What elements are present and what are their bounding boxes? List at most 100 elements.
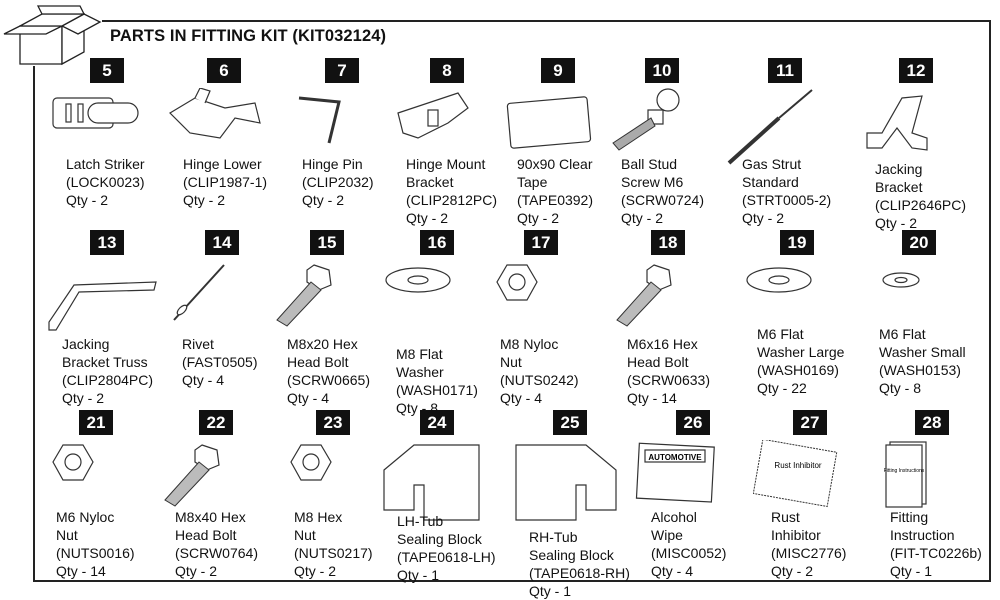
part-qty: Qty - 1 <box>529 583 572 599</box>
part-qty: Qty - 8 <box>879 380 922 396</box>
part-name: Head Bolt <box>627 354 689 370</box>
item-number-badge: 20 <box>902 230 936 255</box>
part-name: Jacking <box>875 161 923 177</box>
part-name: Nut <box>56 527 78 543</box>
part-name: Alcohol <box>651 509 697 525</box>
part-code: (FIT-TC0226b) <box>890 545 982 561</box>
part-name: M8x40 Hex <box>175 509 246 525</box>
item-number-badge: 18 <box>651 230 685 255</box>
part-qty: Qty - 4 <box>651 563 694 579</box>
part-label: Hinge Pin(CLIP2032)Qty - 2 <box>302 155 374 209</box>
part-name: Bracket <box>875 179 923 195</box>
part-qty: Qty - 2 <box>621 210 664 226</box>
item-number-badge: 26 <box>676 410 710 435</box>
item-number-badge: 25 <box>553 410 587 435</box>
part-code: (CLIP2804PC) <box>62 372 154 388</box>
part-code: (SCRW0764) <box>175 545 258 561</box>
part-name: Fitting <box>890 509 929 525</box>
gas-strut-icon <box>727 89 813 165</box>
part-name: Washer Large <box>757 344 845 360</box>
part-code: (FAST0505) <box>182 354 258 370</box>
kit-frame <box>33 20 991 582</box>
part-qty: Qty - 2 <box>175 563 218 579</box>
part-code: (NUTS0242) <box>500 372 579 388</box>
part-name: Bracket Truss <box>62 354 148 370</box>
hinge-pin-icon <box>298 96 341 144</box>
sealing-block-lh-icon <box>383 444 480 521</box>
item-number-badge: 14 <box>205 230 239 255</box>
part-name: Tape <box>517 174 548 190</box>
part-name: Washer Small <box>879 344 966 360</box>
part-name: Rivet <box>182 336 214 352</box>
part-qty: Qty - 14 <box>56 563 106 579</box>
part-qty: Qty - 4 <box>287 390 330 406</box>
item-number-badge: 12 <box>899 58 933 83</box>
item-number-badge: 19 <box>780 230 814 255</box>
item-number-badge: 28 <box>915 410 949 435</box>
item-number-badge: 27 <box>793 410 827 435</box>
part-name: M6 Nyloc <box>56 509 115 525</box>
part-code: (STRT0005-2) <box>742 192 832 208</box>
part-name: M6 Flat <box>879 326 926 342</box>
latch-striker-icon <box>52 97 139 129</box>
part-name: Sealing Block <box>529 547 614 563</box>
part-name: Jacking <box>62 336 110 352</box>
item-number-badge: 11 <box>768 58 802 83</box>
part-qty: Qty - 2 <box>183 192 226 208</box>
part-label: Hinge Lower (CLIP1987-1) Qty - 2 <box>183 155 267 209</box>
part-qty: Qty - 2 <box>294 563 337 579</box>
item-number-badge: 7 <box>325 58 359 83</box>
part-code: (WASH0169) <box>757 362 839 378</box>
alcohol-wipe-icon: AUTOMOTIVE <box>635 442 715 503</box>
part-code: (CLIP1987-1) <box>183 174 268 190</box>
part-name: M8x20 Hex <box>287 336 358 352</box>
part-name: Nut <box>500 354 522 370</box>
item-number-badge: 23 <box>316 410 350 435</box>
page-title: PARTS IN FITTING KIT (KIT032124) <box>110 27 387 45</box>
part-name: Hinge Pin <box>302 156 363 172</box>
part-qty: Qty - 2 <box>62 390 105 406</box>
item-number-badge: 24 <box>420 410 454 435</box>
box-icon <box>2 4 102 66</box>
part-qty: Qty - 14 <box>627 390 677 406</box>
part-code: (SCRW0724) <box>621 192 704 208</box>
part-code: (LOCK0023) <box>66 174 145 190</box>
part-name: Washer <box>396 364 444 380</box>
clear-tape-icon <box>506 96 592 149</box>
part-name: Hinge Lower <box>183 156 262 172</box>
sealing-block-rh-icon <box>515 444 617 521</box>
part-name: Latch Striker <box>66 156 145 172</box>
part-name: 90x90 Clear <box>517 156 593 172</box>
rivet-icon <box>173 264 225 321</box>
part-name: Bracket <box>406 174 454 190</box>
hinge-lower-icon <box>169 88 261 139</box>
part-qty: Qty - 2 <box>742 210 785 226</box>
item-number-badge: 6 <box>207 58 241 83</box>
part-qty: Qty - 2 <box>66 192 109 208</box>
hinge-mount-bracket-icon <box>397 92 469 139</box>
part-label: Rivet(FAST0505)Qty - 4 <box>182 335 257 389</box>
nyloc-nut-icon <box>496 264 538 301</box>
nyloc-nut-icon <box>52 444 94 481</box>
jacking-bracket-icon <box>866 95 928 151</box>
part-qty: Qty - 2 <box>771 563 814 579</box>
part-qty: Qty - 2 <box>406 210 449 226</box>
part-code: (WASH0171) <box>396 382 478 398</box>
part-qty: Qty - 2 <box>517 210 560 226</box>
item-number-badge: 21 <box>79 410 113 435</box>
part-name: M6x16 Hex <box>627 336 698 352</box>
part-code: (MISC0052) <box>651 545 727 561</box>
